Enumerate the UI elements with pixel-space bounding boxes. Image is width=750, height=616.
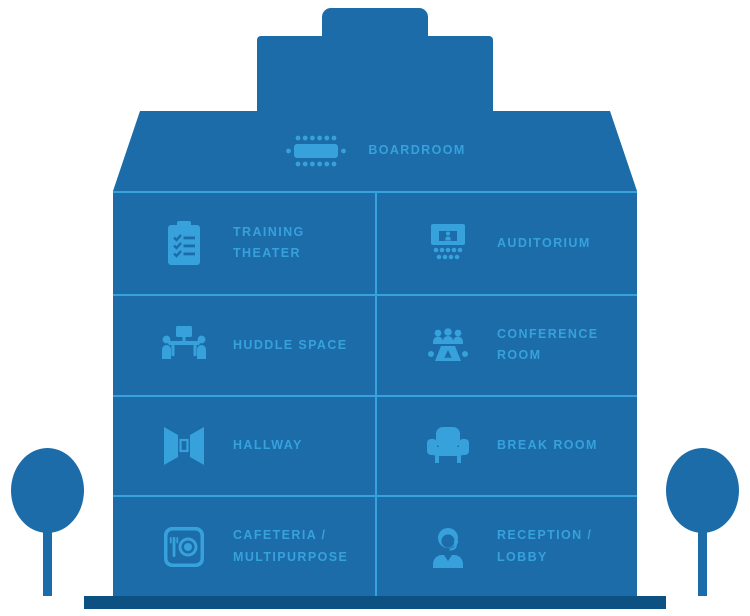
room-hallway: HALLWAY bbox=[113, 394, 375, 496]
huddle-space-icon bbox=[157, 326, 211, 364]
conference-room-icon bbox=[421, 326, 475, 364]
room-label: AUDITORIUM bbox=[497, 235, 591, 250]
room-label: HUDDLE SPACE bbox=[233, 337, 348, 352]
ground-line bbox=[84, 596, 666, 609]
room-cafeteria-multipurpose: CAFETERIA / MULTIPURPOSE bbox=[113, 495, 375, 596]
room-break-room: BREAK ROOM bbox=[375, 394, 637, 496]
room-training-theater: TRAINING THEATER bbox=[113, 193, 375, 294]
tree-crown bbox=[11, 448, 84, 533]
training-clipboard-icon bbox=[157, 220, 211, 266]
room-label: CONFERENCE ROOM bbox=[497, 326, 599, 363]
tree-crown bbox=[666, 448, 739, 533]
reception-person-icon bbox=[421, 526, 475, 568]
rooftop-block bbox=[257, 36, 493, 112]
room-auditorium: AUDITORIUM bbox=[375, 193, 637, 294]
room-label: BREAK ROOM bbox=[497, 438, 598, 453]
boardroom-table-icon bbox=[284, 133, 348, 169]
room-label: RECEPTION / LOBBY bbox=[497, 528, 593, 564]
floors-grid: TRAINING THEATER AUDITORIUM bbox=[113, 191, 637, 596]
room-label: TRAINING THEATER bbox=[233, 225, 305, 261]
room-conference-room: CONFERENCE ROOM bbox=[375, 293, 637, 395]
room-label: BOARDROOM bbox=[368, 143, 466, 158]
auditorium-stage-icon bbox=[421, 223, 475, 263]
break-room-armchair-icon bbox=[421, 426, 475, 465]
room-label: HALLWAY bbox=[233, 438, 303, 453]
room-reception-lobby: RECEPTION / LOBBY bbox=[375, 495, 637, 596]
hallway-icon bbox=[157, 426, 211, 465]
room-label: CAFETERIA / MULTIPURPOSE bbox=[233, 528, 349, 564]
room-boardroom: BOARDROOM bbox=[113, 111, 637, 191]
cafeteria-plate-icon bbox=[157, 526, 211, 568]
tree-trunk bbox=[698, 525, 707, 596]
tree-trunk bbox=[43, 525, 52, 596]
room-huddle-space: HUDDLE SPACE bbox=[113, 293, 375, 395]
